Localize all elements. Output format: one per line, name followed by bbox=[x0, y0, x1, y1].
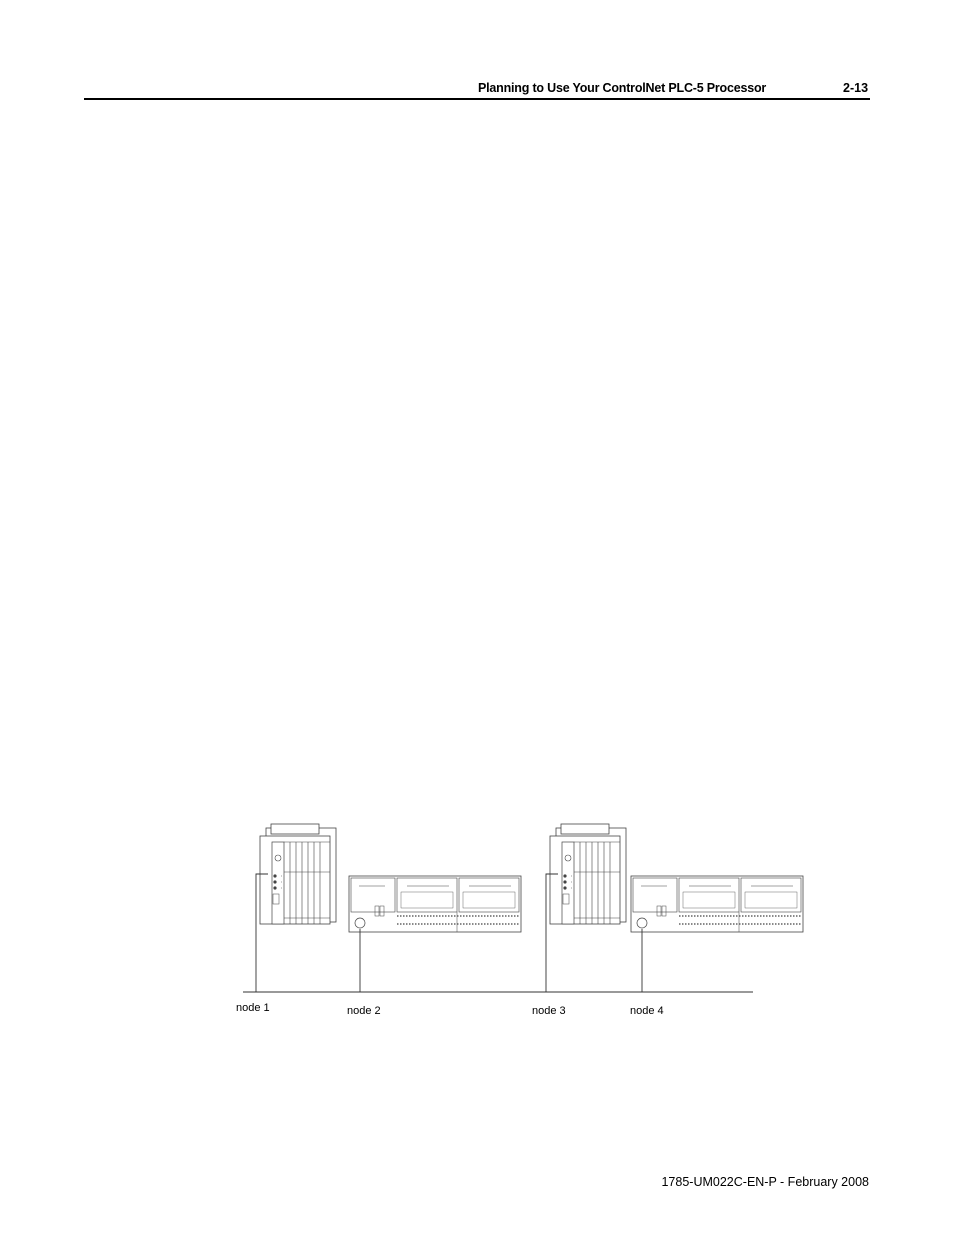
node-4-label: node 4 bbox=[630, 1005, 664, 1017]
publication-footer: 1785-UM022C-EN-P - February 2008 bbox=[661, 1175, 869, 1189]
node-1-label: node 1 bbox=[236, 1002, 270, 1014]
node-3-label: node 3 bbox=[532, 1005, 566, 1017]
page-number: 2-13 bbox=[843, 81, 869, 95]
node-1-plc-chassis bbox=[259, 823, 337, 925]
node-1-drop-line bbox=[255, 873, 268, 992]
node-2-terminal bbox=[348, 875, 522, 933]
node-3-drop-line bbox=[545, 873, 558, 992]
node-3-plc-chassis bbox=[549, 823, 627, 925]
header-rule bbox=[84, 98, 870, 100]
running-header-title: Planning to Use Your ControlNet PLC-5 Pr… bbox=[478, 81, 767, 95]
node-2-label: node 2 bbox=[347, 1005, 381, 1017]
node-4-terminal bbox=[630, 875, 804, 933]
